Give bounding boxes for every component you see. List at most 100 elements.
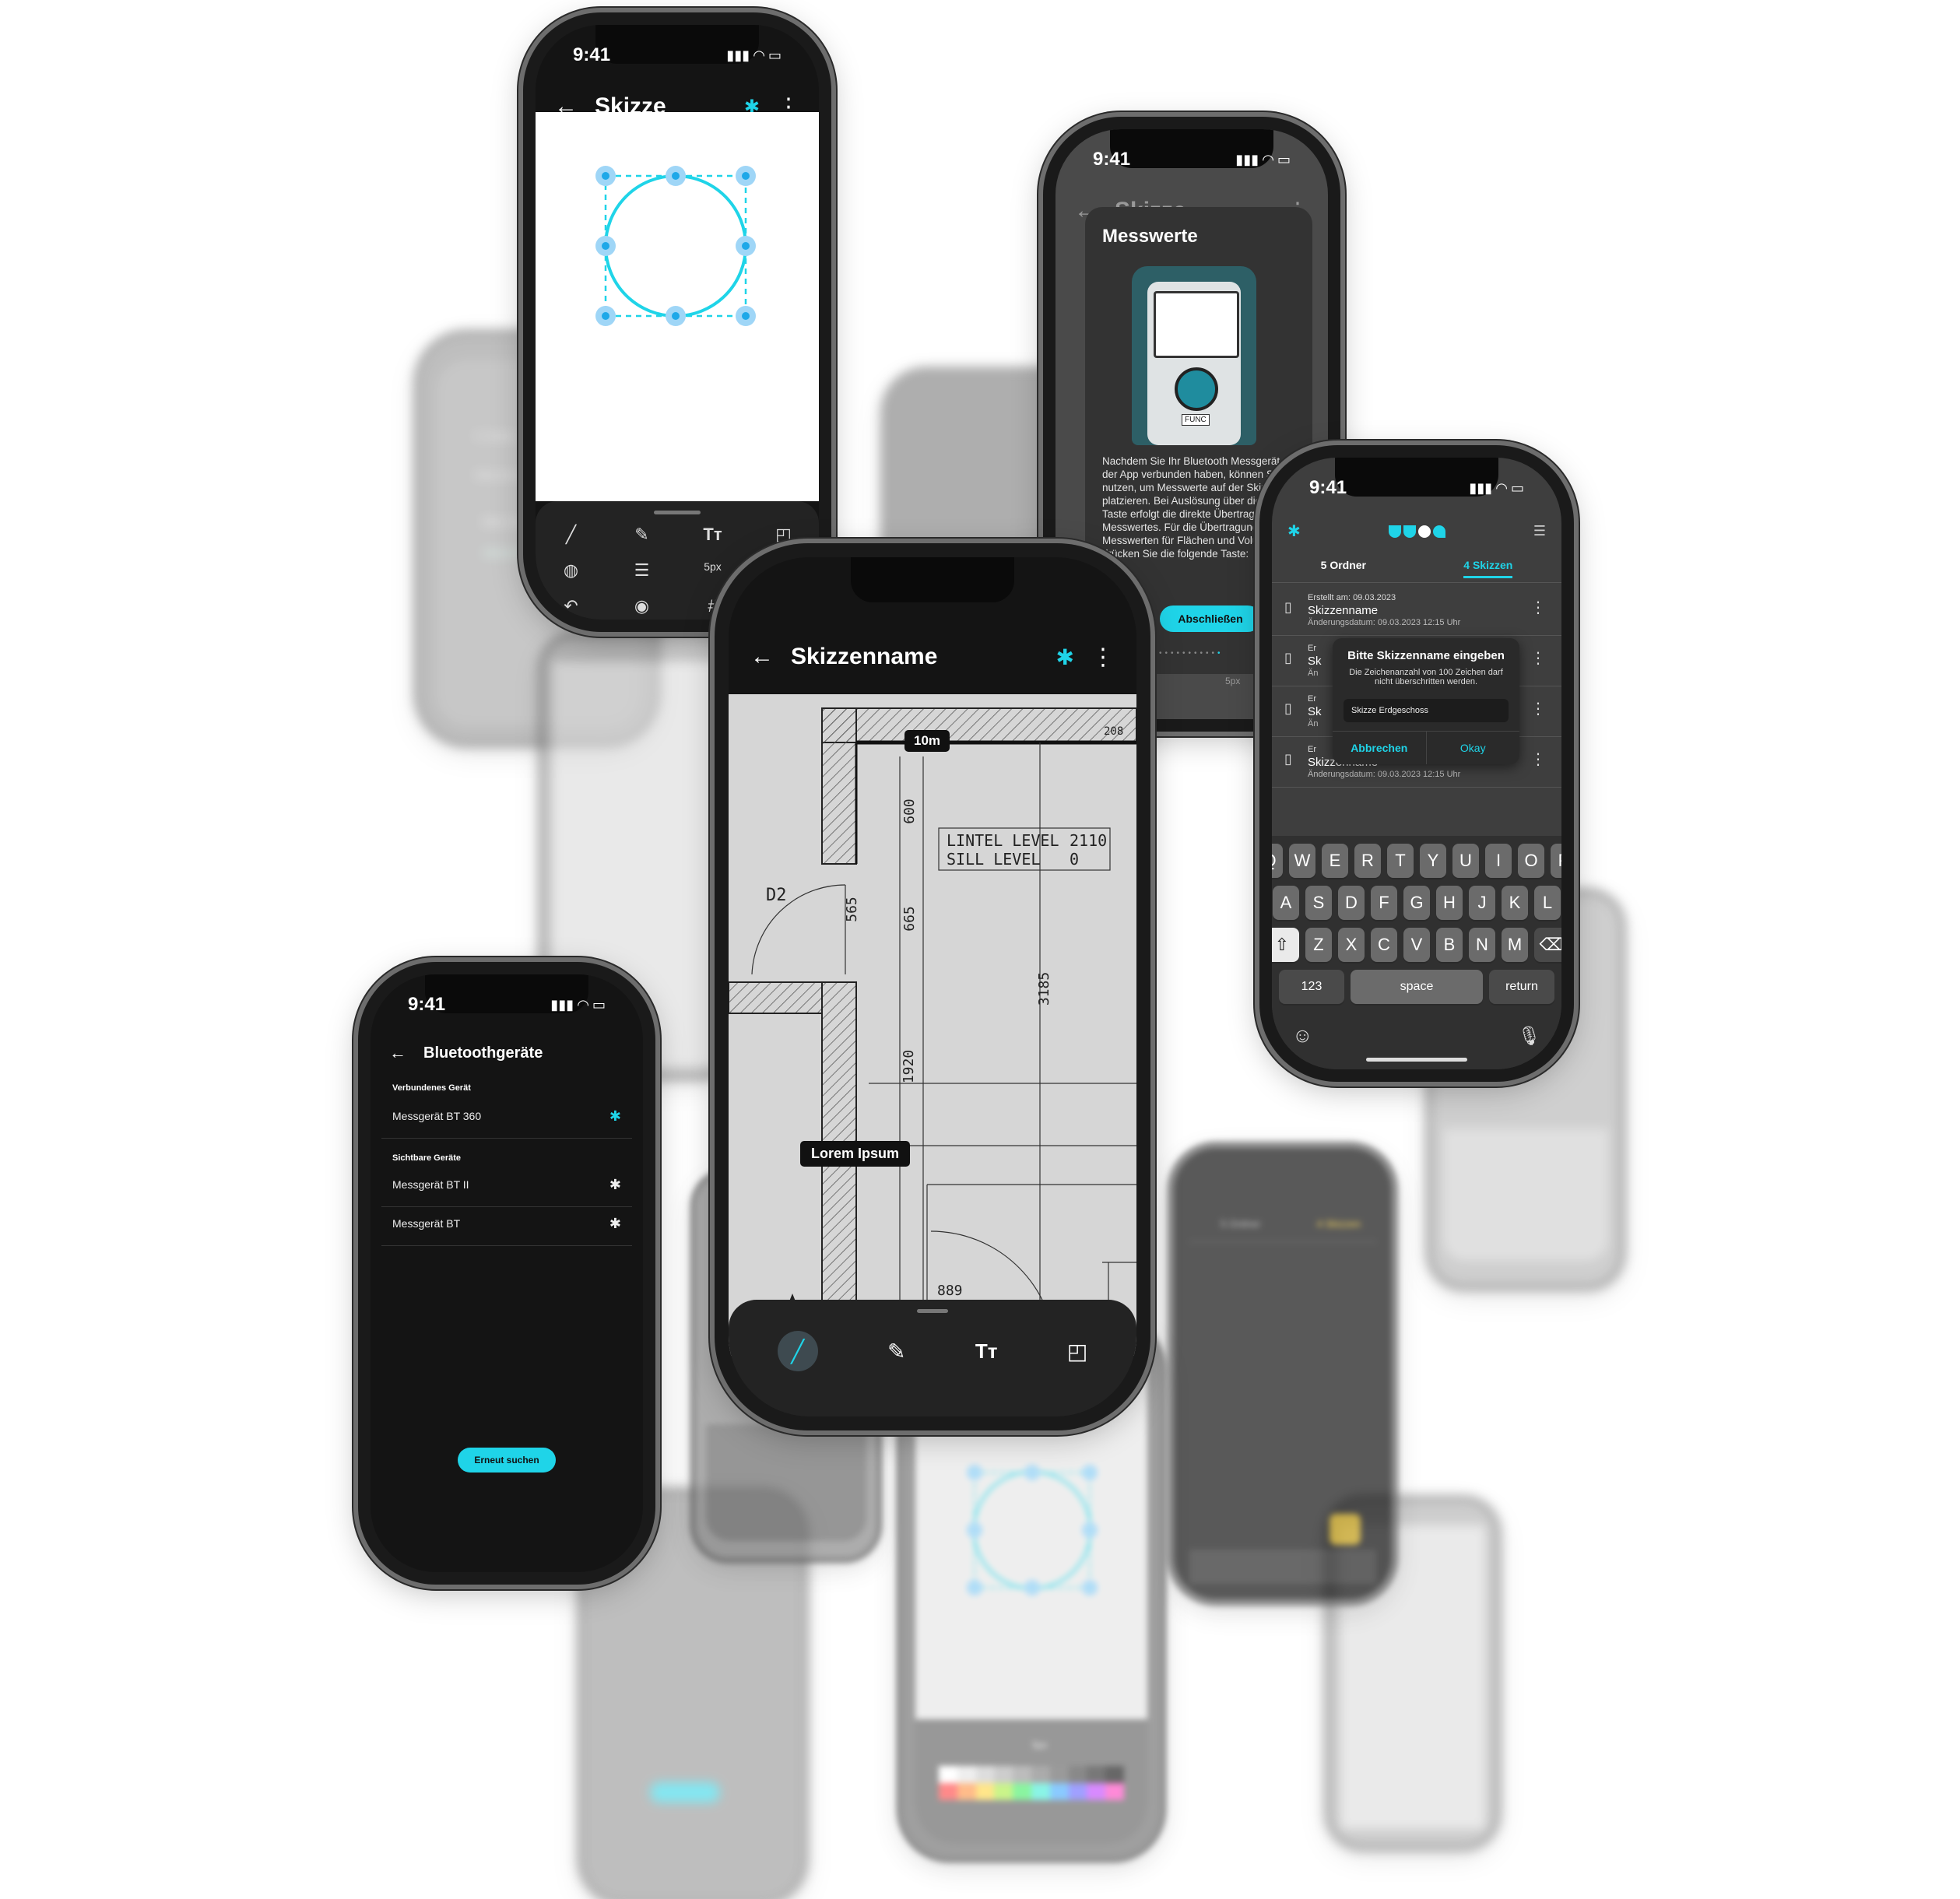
blueprint-canvas[interactable]: LINTEL LEVEL 2110 SILL LEVEL 0 D2 600 56… <box>729 694 1136 1356</box>
return-key[interactable]: return <box>1489 970 1554 1004</box>
shapes-icon[interactable]: ◰ <box>775 525 792 544</box>
key-h[interactable]: H <box>1436 886 1463 920</box>
key-r[interactable]: R <box>1354 844 1381 878</box>
text-tool-button[interactable]: Tт <box>975 1339 998 1363</box>
more-icon[interactable]: ⋮ <box>1091 644 1115 670</box>
pen-icon[interactable]: ╱ <box>565 525 577 544</box>
eraser-icon[interactable]: ✎ <box>634 525 649 544</box>
color-palette[interactable] <box>939 1766 1124 1800</box>
bluetooth-icon[interactable]: ✱ <box>1287 523 1301 540</box>
device-row[interactable]: Messgerät BT ✱ <box>381 1206 632 1246</box>
key-m[interactable]: M <box>1502 928 1528 962</box>
emoji-icon[interactable]: ☺ <box>1292 1023 1313 1047</box>
bluetooth-icon[interactable]: ✱ <box>1056 644 1074 669</box>
back-icon[interactable]: ← <box>750 644 774 669</box>
key-i[interactable]: I <box>1485 844 1512 878</box>
color-swatch[interactable] <box>1013 1766 1031 1783</box>
plan-dim-1920: 1920 <box>901 1049 918 1084</box>
color-swatch[interactable] <box>1087 1766 1106 1783</box>
key-k[interactable]: K <box>1502 886 1528 920</box>
space-key[interactable]: space <box>1351 970 1483 1004</box>
key-z[interactable]: Z <box>1305 928 1332 962</box>
pen-tool-button[interactable]: ╱ <box>777 1331 818 1371</box>
color-swatch[interactable] <box>1049 1766 1069 1783</box>
back-icon[interactable]: ← <box>389 1043 406 1062</box>
color-swatch[interactable] <box>1105 1766 1124 1783</box>
canvas[interactable] <box>536 112 819 501</box>
text-tool-button[interactable]: Tт <box>703 525 722 544</box>
cancel-button[interactable]: Abbrechen <box>1333 732 1427 764</box>
color-swatch[interactable] <box>957 1783 976 1800</box>
color-swatch[interactable] <box>1087 1783 1106 1800</box>
key-e[interactable]: E <box>1322 844 1348 878</box>
panel-handle[interactable] <box>917 1309 948 1313</box>
device-row-connected[interactable]: Messgerät BT 360 ✱ <box>381 1099 632 1139</box>
key-f[interactable]: F <box>1371 886 1397 920</box>
key-b[interactable]: B <box>1436 928 1463 962</box>
color-swatch[interactable] <box>975 1783 995 1800</box>
more-icon[interactable]: ⋮ <box>1530 751 1546 768</box>
bluetooth-icon[interactable]: ✱ <box>743 96 760 118</box>
tab-sketches[interactable]: 4 Skizzen <box>1463 559 1513 578</box>
color-swatch[interactable] <box>975 1766 995 1783</box>
key-c[interactable]: C <box>1371 928 1397 962</box>
color-swatch[interactable] <box>1031 1783 1050 1800</box>
key-x[interactable]: X <box>1338 928 1365 962</box>
key-s[interactable]: S <box>1305 886 1332 920</box>
color-swatch[interactable] <box>994 1783 1013 1800</box>
key-o[interactable]: O <box>1518 844 1544 878</box>
key-t[interactable]: T <box>1387 844 1414 878</box>
palette-icon[interactable]: ◍ <box>563 560 579 580</box>
grid-icon[interactable]: # <box>708 596 718 616</box>
color-swatch[interactable] <box>957 1766 976 1783</box>
key-l[interactable]: L <box>1534 886 1561 920</box>
search-again-button[interactable]: Erneut suchen <box>458 1448 556 1473</box>
key-a[interactable]: A <box>1273 886 1299 920</box>
camera-icon[interactable]: ◉ <box>634 596 650 616</box>
numbers-key[interactable]: 123 <box>1279 970 1344 1004</box>
eraser-icon[interactable]: ✎ <box>887 1339 906 1364</box>
backspace-key[interactable]: ⌫ <box>1534 928 1561 962</box>
color-swatch[interactable] <box>939 1783 957 1800</box>
color-swatch[interactable] <box>994 1766 1013 1783</box>
undo-icon[interactable]: ↶ <box>564 596 578 616</box>
panel-handle[interactable] <box>654 511 701 514</box>
key-p[interactable]: P <box>1551 844 1561 878</box>
sketch-name-input[interactable]: Skizze Erdgeschoss <box>1344 699 1509 722</box>
text-annotation-tag[interactable]: Lorem Ipsum <box>800 1141 911 1167</box>
key-n[interactable]: N <box>1469 928 1495 962</box>
measurement-tag[interactable]: 10m <box>904 730 950 752</box>
plan-dim-565: 565 <box>843 897 860 922</box>
key-j[interactable]: J <box>1469 886 1495 920</box>
color-swatch[interactable] <box>1031 1766 1050 1783</box>
key-w[interactable]: W <box>1289 844 1315 878</box>
color-swatch[interactable] <box>1105 1783 1124 1800</box>
more-icon[interactable]: ⋮ <box>1530 599 1546 616</box>
sort-icon[interactable]: ☰ <box>1533 523 1546 539</box>
more-icon[interactable]: ⋮ <box>1530 650 1546 667</box>
tab-folders[interactable]: 5 Ordner <box>1320 559 1366 571</box>
more-icon[interactable]: ⋮ <box>1530 700 1546 718</box>
color-swatch[interactable] <box>939 1766 957 1783</box>
line-style-icon[interactable]: ☰ <box>634 560 650 580</box>
device-row[interactable]: Messgerät BT II ✱ <box>381 1167 632 1207</box>
color-swatch[interactable] <box>1013 1783 1031 1800</box>
item-modified: Änderungsdatum: 09.03.2023 12:15 Uhr <box>1308 770 1461 779</box>
key-q[interactable]: Q <box>1272 844 1283 878</box>
key-u[interactable]: U <box>1452 844 1479 878</box>
ok-button[interactable]: Okay <box>1459 742 1486 754</box>
stroke-size-label[interactable]: 5px <box>704 560 722 573</box>
color-swatch[interactable] <box>1068 1766 1087 1783</box>
shapes-icon[interactable]: ◰ <box>1066 1339 1088 1364</box>
key-v[interactable]: V <box>1403 928 1430 962</box>
list-item[interactable]: ▯ Erstellt am: 09.03.2023 Skizzenname Än… <box>1272 585 1561 636</box>
finish-button[interactable]: Abschließen <box>1160 606 1261 632</box>
key-g[interactable]: G <box>1403 886 1430 920</box>
shift-key[interactable]: ⇧ <box>1272 928 1299 962</box>
key-y[interactable]: Y <box>1420 844 1446 878</box>
color-swatch[interactable] <box>1049 1783 1069 1800</box>
color-swatch[interactable] <box>1068 1783 1087 1800</box>
key-d[interactable]: D <box>1338 886 1365 920</box>
selected-circle-shape[interactable] <box>536 159 819 392</box>
microphone-icon[interactable]: 🎙 <box>1517 1026 1541 1047</box>
